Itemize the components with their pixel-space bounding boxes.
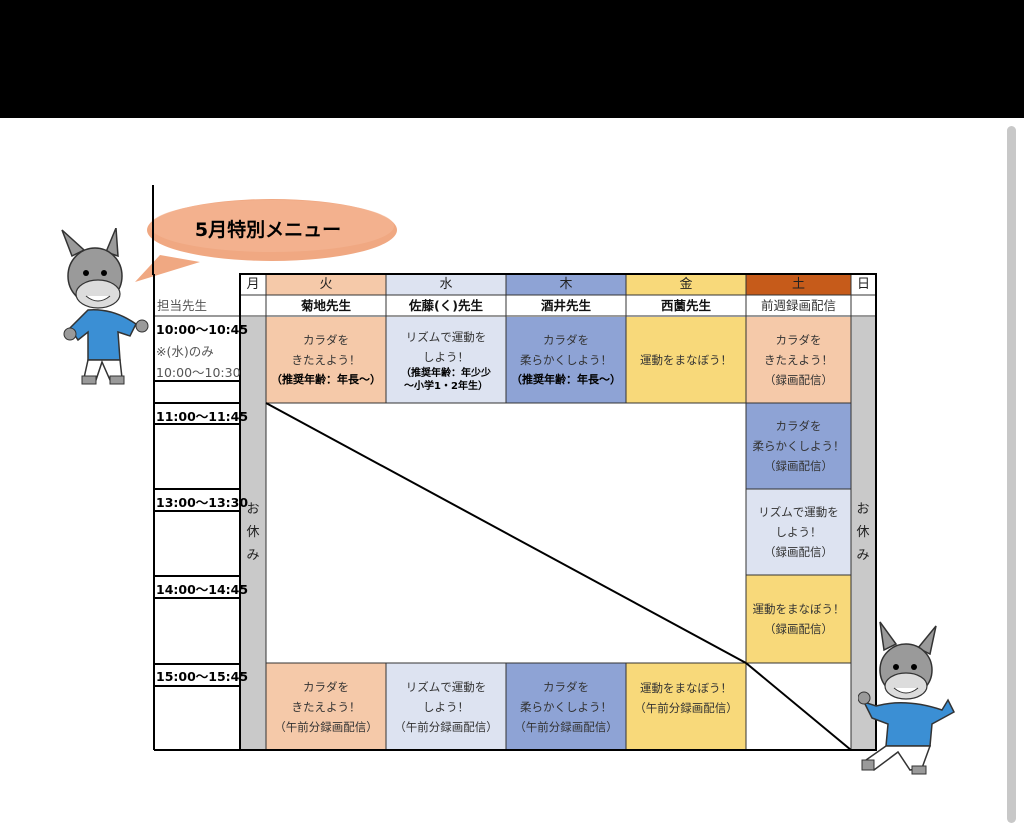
slot-age: （推奨年齢：年長〜） bbox=[511, 373, 621, 386]
time-note-2: 10:00〜10:30 bbox=[156, 365, 241, 380]
slot-wed-am: リズムで運動を しよう！ （推奨年齢：年少少 〜小学1・2年生） bbox=[386, 317, 506, 403]
divider bbox=[154, 685, 240, 687]
time-5: 15:00〜15:45 bbox=[156, 669, 249, 684]
top-black-bar bbox=[0, 0, 1024, 118]
teacher-fri: 西薗先生 bbox=[660, 298, 711, 313]
closed-mon-column bbox=[240, 317, 266, 750]
divider bbox=[154, 402, 240, 404]
divider bbox=[154, 663, 240, 665]
slot-text: 運動をまなぼう！ （午前分録画配信） bbox=[634, 680, 738, 715]
divider bbox=[154, 423, 240, 425]
day-fri: 金 bbox=[626, 275, 746, 295]
slot-thu-pm: カラダを 柔らかくしよう！ （午前分録画配信） bbox=[506, 663, 626, 750]
slot-sat-1: カラダを きたえよう！ （録画配信） bbox=[746, 317, 851, 403]
day-sat: 土 bbox=[746, 275, 851, 295]
teacher-thu: 酒井先生 bbox=[540, 298, 591, 313]
divider bbox=[154, 597, 240, 599]
slot-sat-4: 運動をまなぼう！ （録画配信） bbox=[746, 575, 851, 663]
frame-line bbox=[152, 185, 154, 275]
teacher-sat: 前週録画配信 bbox=[760, 298, 836, 313]
closed-sun-column bbox=[851, 317, 876, 750]
time-1: 10:00〜10:45 bbox=[156, 322, 249, 337]
donkey-mascot-left bbox=[61, 228, 149, 385]
divider bbox=[154, 380, 240, 382]
slot-tue-am: カラダを きたえよう！ （推奨年齢：年長〜） bbox=[266, 317, 386, 403]
divider bbox=[154, 575, 240, 577]
teacher-tue: 菊地先生 bbox=[300, 298, 351, 313]
slot-sat-2: カラダを 柔らかくしよう！ （録画配信） bbox=[746, 403, 851, 489]
slot-thu-am: カラダを 柔らかくしよう！ （推奨年齢：年長〜） bbox=[506, 317, 626, 403]
day-wed: 水 bbox=[386, 275, 506, 295]
donkey-mascot-right bbox=[858, 621, 955, 775]
slot-text: カラダを 柔らかくしよう！ bbox=[520, 333, 612, 367]
divider bbox=[154, 510, 240, 512]
day-thu: 木 bbox=[506, 275, 626, 295]
slot-fri-pm: 運動をまなぼう！ （午前分録画配信） bbox=[626, 663, 746, 750]
time-3: 13:00〜13:30 bbox=[156, 495, 249, 510]
slot-sat-3: リズムで運動を しよう！ （録画配信） bbox=[746, 489, 851, 575]
time-note-1: ※(水)のみ bbox=[156, 344, 214, 359]
slot-fri-am: 運動をまなぼう！ bbox=[626, 317, 746, 403]
day-tue: 火 bbox=[266, 275, 386, 295]
slot-age: （推奨年齢：年少少 〜小学1・2年生） bbox=[401, 368, 491, 392]
speech-bubble bbox=[135, 199, 397, 282]
closed-sun-label: お 休 み bbox=[856, 502, 870, 563]
time-4: 14:00〜14:45 bbox=[156, 582, 249, 597]
slot-age: （推奨年齢：年長〜） bbox=[271, 373, 381, 386]
slot-text: リズムで運動を しよう！ bbox=[405, 330, 487, 364]
day-mon: 月 bbox=[246, 277, 260, 292]
slot-text: カラダを きたえよう！ bbox=[291, 333, 361, 367]
divider bbox=[154, 488, 240, 490]
teacher-wed: 佐藤(く)先生 bbox=[409, 298, 483, 313]
slot-wed-pm: リズムで運動を しよう！ （午前分録画配信） bbox=[386, 663, 506, 750]
time-2: 11:00〜11:45 bbox=[156, 409, 249, 424]
menu-title: 5月特別メニュー bbox=[194, 219, 342, 241]
slot-tue-pm: カラダを きたえよう！ （午前分録画配信） bbox=[266, 663, 386, 750]
scrollbar[interactable] bbox=[1007, 126, 1016, 823]
day-sun: 日 bbox=[856, 277, 870, 292]
closed-mon-label: お 休 み bbox=[246, 502, 260, 563]
teacher-label: 担当先生 bbox=[157, 298, 208, 313]
